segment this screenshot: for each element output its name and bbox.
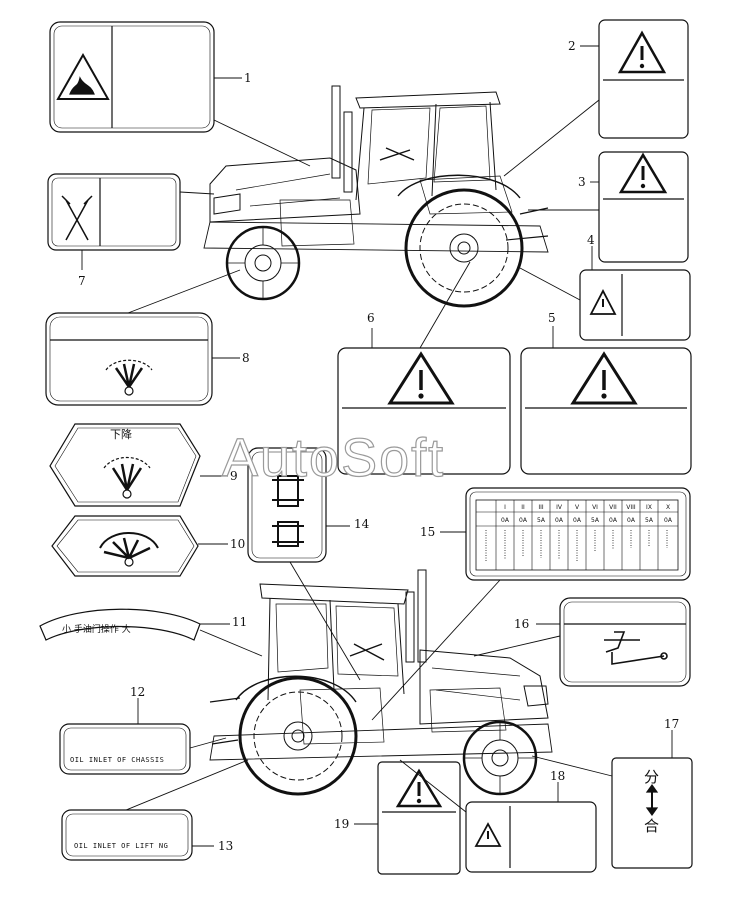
fuse-rating: 0A — [501, 517, 510, 524]
fuse-header: V — [575, 504, 580, 511]
tractor-side-view-top — [203, 85, 549, 308]
fuse-table-ratings: 0A 0A 5A 0A 0A 5A 0A 0A 5A 0A — [501, 517, 673, 524]
callout-15: 15 — [420, 525, 435, 539]
warning-triangle-icon — [387, 351, 455, 405]
callout-5: 5 — [548, 311, 556, 325]
fuse-header: VII — [609, 504, 617, 511]
decal-7-tool[interactable] — [47, 173, 181, 251]
fuse-table-headers: I II III IV V VI VII VIII IX X — [504, 504, 670, 511]
fuse-rating: 5A — [645, 517, 654, 524]
callout-13: 13 — [218, 839, 233, 853]
flame-icon — [69, 76, 95, 95]
fuse-rating: 0A — [573, 517, 582, 524]
decal-12-oil-inlet-chassis[interactable] — [59, 723, 191, 775]
fuse-header: IV — [556, 504, 563, 511]
warning-triangle-icon — [474, 822, 502, 847]
fuse-rating: 0A — [519, 517, 528, 524]
fuse-header: II — [521, 504, 525, 511]
leader-lines — [81, 45, 673, 847]
throttle-label: 小 手油门操作 大 — [62, 623, 131, 635]
callout-11: 11 — [232, 615, 247, 629]
warning-triangle-icon — [570, 351, 638, 405]
decal-6-warning[interactable] — [337, 347, 511, 475]
fuse-header: III — [538, 504, 544, 511]
callout-12: 12 — [130, 685, 145, 699]
tractor-side-view-bottom — [209, 569, 553, 796]
oil-inlet-chassis-label: OIL INLET OF CHASSIS — [70, 756, 164, 764]
callout-19: 19 — [334, 817, 349, 831]
callout-18: 18 — [550, 769, 565, 783]
decal-15-fuse-table[interactable] — [465, 487, 691, 581]
decal-10-lift[interactable] — [51, 515, 199, 577]
separate-label: 分 — [644, 768, 659, 786]
callout-16: 16 — [514, 617, 529, 631]
callout-6: 6 — [367, 311, 375, 325]
decal-14-drive-mode[interactable] — [247, 447, 327, 563]
decal-18-warning[interactable] — [465, 801, 597, 873]
watermark: AutoSoft — [222, 428, 445, 488]
fuse-header: IX — [646, 504, 652, 511]
warning-triangle-icon — [395, 768, 443, 808]
fuse-rating: 5A — [537, 517, 546, 524]
callout-3: 3 — [578, 175, 586, 189]
decal-2-warning[interactable] — [598, 19, 689, 139]
fuse-header: VIII — [626, 504, 636, 511]
decal-17-engage[interactable] — [611, 757, 693, 869]
callout-17: 17 — [664, 717, 679, 731]
fuse-header: X — [666, 504, 670, 511]
fuse-rating: 0A — [609, 517, 618, 524]
decal-13-oil-inlet-lift[interactable] — [61, 809, 193, 861]
callout-8: 8 — [242, 351, 250, 365]
callout-14: 14 — [354, 517, 370, 531]
fuse-rating: 0A — [664, 517, 673, 524]
combine-label: 合 — [644, 817, 659, 835]
decal-3-warning[interactable] — [598, 151, 689, 263]
fuse-rating: 5A — [591, 517, 600, 524]
decal-19-warning[interactable] — [377, 761, 461, 875]
fuse-rating: 0A — [555, 517, 564, 524]
warning-triangle-icon — [618, 152, 668, 194]
callout-4: 4 — [587, 233, 595, 247]
callout-9: 9 — [230, 469, 238, 483]
fuse-rating: 0A — [627, 517, 636, 524]
oil-inlet-lift-label: OIL INLET OF LIFT NG — [74, 842, 168, 850]
callout-7: 7 — [78, 274, 86, 288]
hitch-icon — [604, 631, 668, 665]
callout-1: 1 — [244, 71, 252, 85]
wrench-icon — [61, 195, 93, 241]
lever-icon — [114, 363, 144, 388]
decal-5-warning[interactable] — [520, 347, 692, 475]
fuse-header: I — [504, 504, 506, 511]
decal-1-fire-warning[interactable] — [49, 21, 215, 133]
decal-4-warning[interactable] — [579, 269, 691, 341]
callout-10: 10 — [230, 537, 245, 551]
lowering-label: 下降 — [110, 427, 132, 441]
decal-11-throttle[interactable] — [39, 608, 201, 641]
callout-2: 2 — [568, 39, 576, 53]
decal-8-lift-control[interactable] — [45, 312, 213, 406]
decal-9-lowering[interactable] — [49, 423, 201, 507]
decal-16-hitch[interactable] — [559, 597, 691, 687]
warning-triangle-icon — [617, 30, 667, 74]
warning-triangle-icon — [589, 289, 617, 315]
fuse-header: VI — [592, 504, 598, 511]
axle-icon — [272, 475, 304, 547]
